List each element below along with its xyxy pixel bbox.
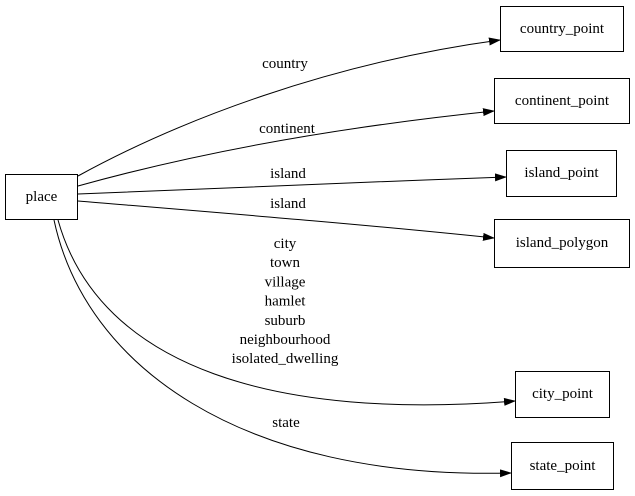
node-label-continent_point: continent_point [514, 92, 610, 109]
edges-group [53, 37, 516, 478]
node-island_point: island_point [506, 150, 617, 197]
edge-place-to-island_polygon [77, 200, 495, 241]
node-label-country_point: country_point [519, 20, 605, 37]
node-label-place: place [25, 188, 58, 205]
edge-label-suburb: suburb [265, 313, 306, 329]
edge-label-isolated_dwelling: isolated_dwelling [232, 351, 339, 367]
edge-labels-group: country continent island island city town vill… [232, 56, 339, 431]
edge-place-to-continent_point [77, 108, 495, 187]
node-state_point: state_point [511, 442, 614, 490]
edge-label-town: town [270, 255, 301, 271]
edge-label-city: city [274, 236, 297, 252]
node-country_point: country_point [500, 6, 624, 52]
node-place: place [5, 174, 78, 220]
edge-label-island: island [270, 166, 306, 182]
edge-label-country: country [262, 56, 308, 72]
node-island_polygon: island_polygon [494, 219, 630, 268]
edge-label-hamlet: hamlet [265, 294, 307, 310]
node-label-state_point: state_point [529, 457, 596, 474]
edge-label-island: island [270, 196, 306, 212]
edge-place-to-city_point [57, 219, 516, 406]
edge-place-to-country_point [77, 37, 501, 177]
edge-label-village: village [265, 274, 306, 290]
node-continent_point: continent_point [494, 78, 630, 124]
edge-place-to-island_point [77, 173, 507, 195]
node-label-city_point: city_point [532, 386, 593, 402]
edge-label-continent: continent [259, 121, 316, 137]
edge-place-to-state_point [53, 219, 512, 478]
node-label-island_polygon: island_polygon [515, 235, 609, 251]
edge-label-neighbourhood: neighbourhood [240, 332, 331, 348]
node-label-island_point: island_point [524, 165, 599, 181]
edge-label-state: state [272, 415, 300, 431]
node-city_point: city_point [515, 371, 610, 418]
